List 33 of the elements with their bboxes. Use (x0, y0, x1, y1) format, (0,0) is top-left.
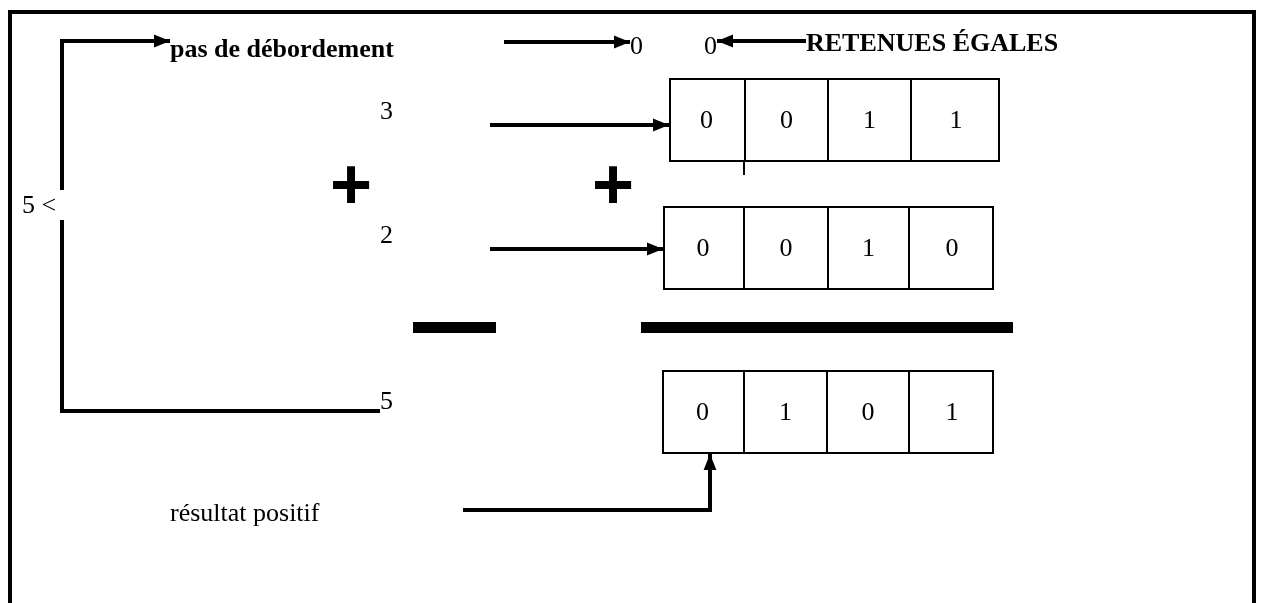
bit-cell: 0 (663, 208, 743, 288)
register-box (663, 206, 994, 290)
arrow (490, 118, 669, 132)
arrow (60, 34, 170, 190)
plus-sign: + (330, 154, 373, 214)
text-label: résultat positif (170, 498, 320, 528)
bold-label: pas de débordement (170, 34, 394, 64)
number-label: 5 < (22, 190, 57, 220)
bit-cell: 1 (908, 372, 994, 452)
number-label: 5 (380, 386, 393, 416)
carry-digit: 0 (630, 31, 643, 61)
bold-label: RETENUES ÉGALES (806, 28, 1059, 58)
number-label: 3 (380, 96, 393, 126)
arrow (717, 34, 806, 48)
arrow (504, 35, 630, 49)
bit-cell: 1 (743, 372, 826, 452)
bracket-line (60, 220, 380, 413)
carry-digit: 0 (704, 31, 717, 61)
bit-cell: 1 (827, 80, 910, 160)
register-box (662, 370, 994, 454)
bit-cell: 0 (908, 208, 994, 288)
bit-cell: 0 (669, 80, 744, 160)
plus-sign: + (592, 154, 635, 214)
bit-cell: 1 (910, 80, 1000, 160)
register-box (669, 78, 1000, 162)
bit-cell: 0 (662, 372, 743, 452)
arrow (490, 242, 663, 256)
number-label: 2 (380, 220, 393, 250)
arrow (463, 454, 717, 512)
bit-cell: 0 (744, 80, 827, 160)
bit-cell: 0 (743, 208, 827, 288)
bit-cell: 1 (827, 208, 908, 288)
bit-cell: 0 (826, 372, 908, 452)
